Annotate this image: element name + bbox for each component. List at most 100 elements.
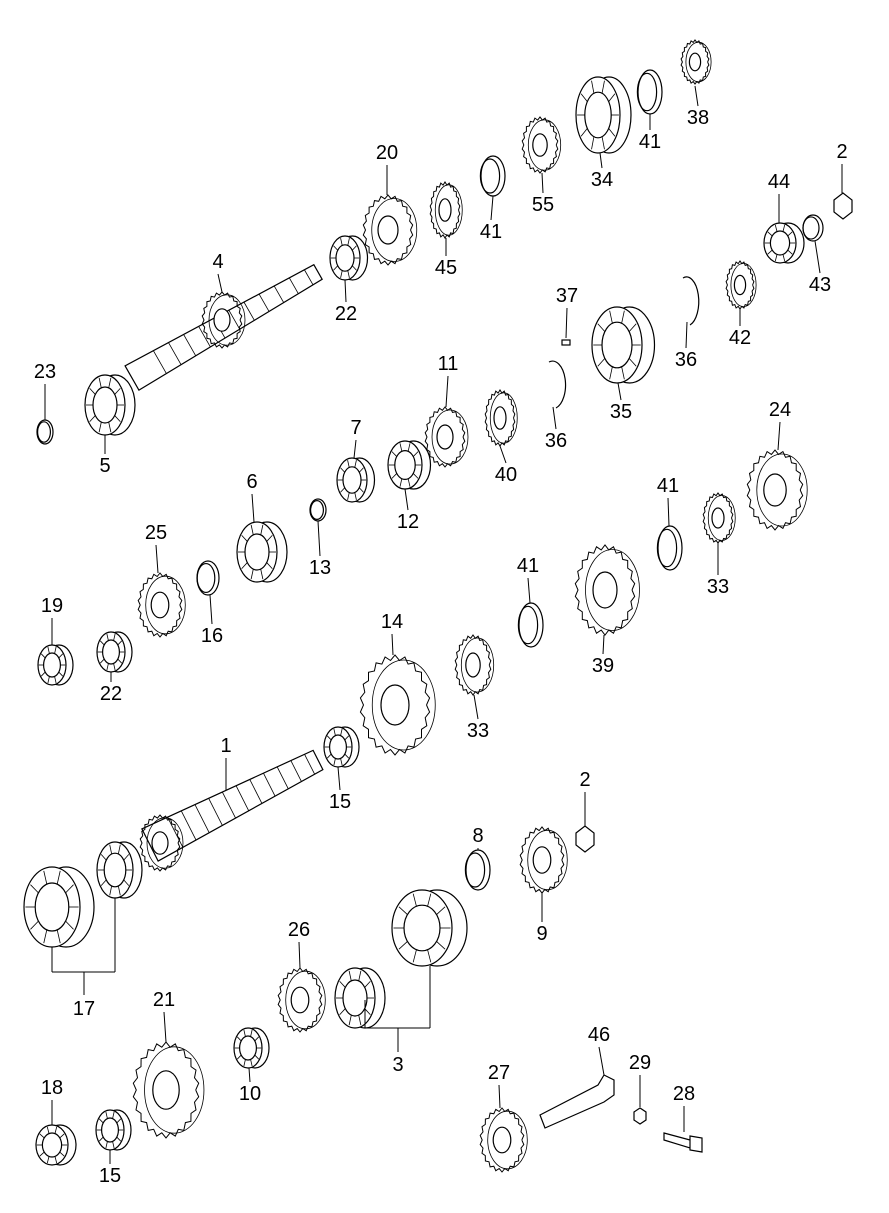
part-17-cup-roller [30,884,39,894]
part-40-face [489,392,518,444]
part-1-shaft [141,749,324,862]
leader-line [552,406,557,430]
part-45-face [434,184,463,236]
part-6-roller [260,524,264,535]
callout-22: 22 [99,683,123,705]
part-3-cup-roller [398,941,408,950]
callout-36: 36 [544,430,568,452]
part-4-shaft-spline [304,269,314,286]
callout-17: 17 [72,998,96,1020]
part-22b-roller [117,640,123,646]
part-45-bore [438,198,452,222]
part-4-shaft-spline [153,350,167,374]
part-41b-inner [479,158,501,194]
part-44-roller [774,224,778,232]
part-10-roller [254,1054,260,1060]
part-17-cone-roller [100,854,107,861]
callout-16: 16 [200,625,224,647]
part-4-shaft-spline [273,285,285,303]
part-25-face [145,575,186,635]
part-42 [725,260,755,310]
part-3-cup-roller [412,949,417,963]
part-14-bore [380,684,410,726]
part-5-roller [114,415,121,423]
part-4-shaft-spline [243,301,255,321]
part-3-cone-roller [358,1015,362,1026]
part-14-face [371,659,436,751]
part-1-shaft-spline [235,785,250,811]
callout-10: 10 [238,1083,262,1105]
part-33b-bore [465,652,481,678]
leader-line [209,594,213,625]
leader-line [344,279,347,303]
part-16-inner [196,562,216,594]
part-3-cup-roller [412,893,417,907]
part-35 [591,306,643,384]
part-55-bore [532,133,548,157]
part-19-roller [40,653,46,659]
part-18-roller [54,1156,58,1164]
callout-29: 29 [628,1052,652,1074]
part-44-roller [787,231,793,237]
part-15a-roller [344,735,350,741]
callout-19: 19 [40,595,64,617]
part-22b-roller [106,633,109,641]
callout-45: 45 [434,257,458,279]
part-22b-roller [99,640,105,646]
callout-43: 43 [808,274,832,296]
callout-42: 42 [728,327,752,349]
part-10-roller [236,1036,242,1042]
callout-37: 37 [555,285,579,307]
part-10-roller [250,1059,253,1067]
part-4-gear-face [208,294,246,346]
leader-line [251,493,255,523]
part-4-shaft-spline [198,326,211,348]
callout-23: 23 [33,361,57,383]
part-34-roller [601,80,605,94]
part-17-cone-roller [100,879,107,886]
part-4-shaft-spline [258,293,270,312]
callout-2: 2 [579,769,591,791]
part-10-roller [250,1029,253,1037]
callout-27: 27 [487,1062,511,1084]
part-41d-inner [517,605,539,645]
leader-line [163,1011,167,1043]
part-38-bore [688,52,702,72]
part-3-cup [391,889,453,967]
callout-12: 12 [396,511,420,533]
part-20-bore [377,215,399,245]
part-9-face [527,829,568,891]
part-7-roller [358,467,364,473]
part-29 [633,1107,647,1125]
part-1-shaft-spline [167,816,184,848]
callout-41: 41 [516,555,540,577]
leader-line [498,1084,501,1109]
callout-6: 6 [246,471,258,493]
part-7-roller [347,460,350,468]
part-22b-roller [99,658,105,664]
leader-line [391,633,394,656]
part-44-roller [767,231,773,237]
part-22a-roller [351,265,357,271]
part-21-bore [152,1070,180,1110]
part-6-roller [241,534,248,542]
part-27-face [487,1110,528,1170]
part-34-roller [601,136,605,150]
part-39-bore [592,571,618,609]
part-33a [702,492,734,544]
callout-40: 40 [494,464,518,486]
part-22a-roller [347,238,350,246]
part-41c-inner [656,528,678,568]
part-18-roller [59,1133,65,1139]
part-26-bore [290,986,310,1014]
part-15a-roller [333,758,336,766]
part-22b-roller [117,658,123,664]
leader-line [490,195,494,221]
callout-2: 2 [836,141,848,163]
part-11-face [431,409,469,465]
part-11 [424,406,466,468]
part-44 [763,222,797,264]
leader-line [598,1046,605,1076]
part-39-face [585,549,640,631]
part-18-roller [54,1126,58,1134]
